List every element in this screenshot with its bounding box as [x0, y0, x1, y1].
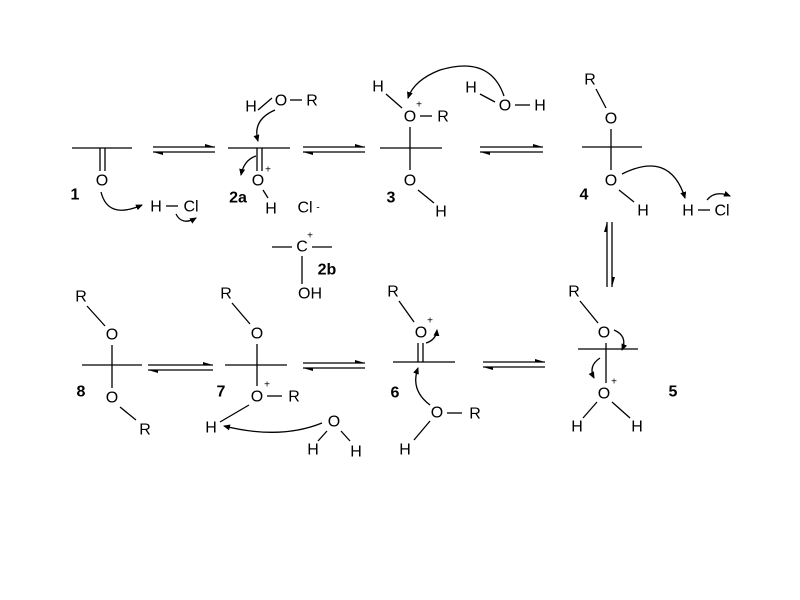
atom-r: R: [437, 109, 449, 126]
atom-h: H: [435, 204, 447, 221]
charge-plus: +: [427, 316, 433, 327]
equilibrium-arrow-6-5: [483, 359, 545, 370]
compound-8: R O O R 8: [75, 289, 151, 439]
compound-1: O 1 H Cl: [71, 147, 199, 224]
atom-cl: Cl: [183, 199, 198, 216]
charge-plus: +: [307, 231, 313, 242]
electron-arrow: [706, 190, 731, 201]
atom-o: O: [404, 173, 416, 190]
atom-h: H: [307, 442, 319, 459]
electron-arrow: [100, 191, 143, 211]
equilibrium-arrow-4-5: [604, 222, 615, 287]
atom-h: H: [399, 442, 411, 459]
atom-r: R: [469, 406, 481, 423]
atom-c: C: [296, 239, 308, 256]
atom-o: O: [252, 173, 264, 190]
atom-h: H: [350, 444, 362, 461]
atom-o: O: [251, 326, 263, 343]
compound-label-7: 7: [217, 384, 226, 401]
equilibrium-arrow-3-4: [480, 144, 543, 155]
atom-o: O: [106, 327, 118, 344]
chloride-ion: Cl: [297, 200, 312, 217]
atom-r: R: [220, 286, 232, 303]
atom-h: H: [682, 203, 694, 220]
compound-3: H O + R O H 3: [372, 65, 505, 221]
electron-arrow: [239, 155, 257, 176]
compound-4: R O O H 4 H Cl: [580, 72, 731, 220]
atom-oh: OH: [298, 286, 322, 303]
atom-h: H: [637, 203, 649, 220]
charge-plus: +: [611, 377, 617, 388]
water-molecule: H O H: [465, 80, 546, 115]
atom-h: H: [372, 79, 384, 96]
atom-o: O: [96, 173, 108, 190]
atom-h: H: [150, 199, 162, 216]
electron-arrow: [588, 357, 601, 379]
compound-6: R O + 6 O R H: [387, 284, 481, 459]
charge-plus: +: [416, 100, 422, 111]
atom-r: R: [75, 289, 87, 306]
compound-5: R O O + H H 5: [568, 284, 677, 436]
atom-o: O: [328, 414, 340, 431]
atom-cl: Cl: [714, 203, 729, 220]
atom-r: R: [306, 93, 318, 110]
electron-arrow: [613, 329, 628, 351]
atom-h: H: [205, 420, 217, 437]
atom-h: H: [571, 419, 583, 436]
electron-arrow: [413, 367, 431, 406]
compound-label-8: 8: [77, 384, 86, 401]
atom-o: O: [605, 173, 617, 190]
charge-plus: +: [265, 165, 271, 176]
electron-arrow: [223, 422, 323, 433]
atom-h: H: [265, 201, 277, 218]
electron-arrow: [407, 65, 505, 99]
atom-o: O: [499, 98, 511, 115]
equilibrium-arrow-8-7: [148, 362, 213, 373]
compound-label-5: 5: [669, 384, 678, 401]
atom-h: H: [534, 98, 546, 115]
charge-plus: +: [264, 380, 270, 391]
electron-arrow: [621, 165, 687, 199]
equilibrium-arrow-7-6: [303, 360, 365, 371]
atom-o: O: [605, 111, 617, 128]
atom-o: O: [598, 386, 610, 403]
atom-h: H: [465, 80, 477, 97]
compound-label-2b: 2b: [318, 262, 337, 279]
atom-o: O: [415, 325, 427, 342]
atom-h: H: [245, 99, 257, 116]
atom-r: R: [584, 72, 596, 89]
compound-label-2a: 2a: [229, 190, 247, 207]
compound-label-3: 3: [387, 190, 396, 207]
atom-r: R: [139, 422, 151, 439]
equilibrium-arrow-2a-3: [303, 144, 365, 155]
atom-h: H: [631, 419, 643, 436]
atom-o: O: [431, 405, 443, 422]
electron-arrow: [175, 213, 197, 224]
atom-o: O: [404, 109, 416, 126]
atom-o: O: [251, 389, 263, 406]
atom-r: R: [387, 284, 399, 301]
compound-label-1: 1: [71, 187, 80, 204]
atom-o: O: [598, 325, 610, 342]
electron-arrow: [253, 109, 276, 142]
compound-7: R O O + R H 7: [205, 286, 323, 437]
water-molecule: O H H: [307, 414, 362, 461]
electron-arrow: [425, 329, 440, 344]
atom-o: O: [106, 390, 118, 407]
compound-label-6: 6: [391, 385, 400, 402]
compound-2b: C + OH 2b: [272, 231, 337, 303]
atom-r: R: [568, 284, 580, 301]
compound-label-4: 4: [580, 187, 589, 204]
atom-o: O: [275, 93, 287, 110]
compound-2a: H O R O + H 2a Cl -: [228, 93, 320, 218]
equilibrium-arrow-1-2a: [153, 144, 215, 155]
atom-r: R: [288, 389, 300, 406]
charge-minus: -: [316, 203, 319, 214]
